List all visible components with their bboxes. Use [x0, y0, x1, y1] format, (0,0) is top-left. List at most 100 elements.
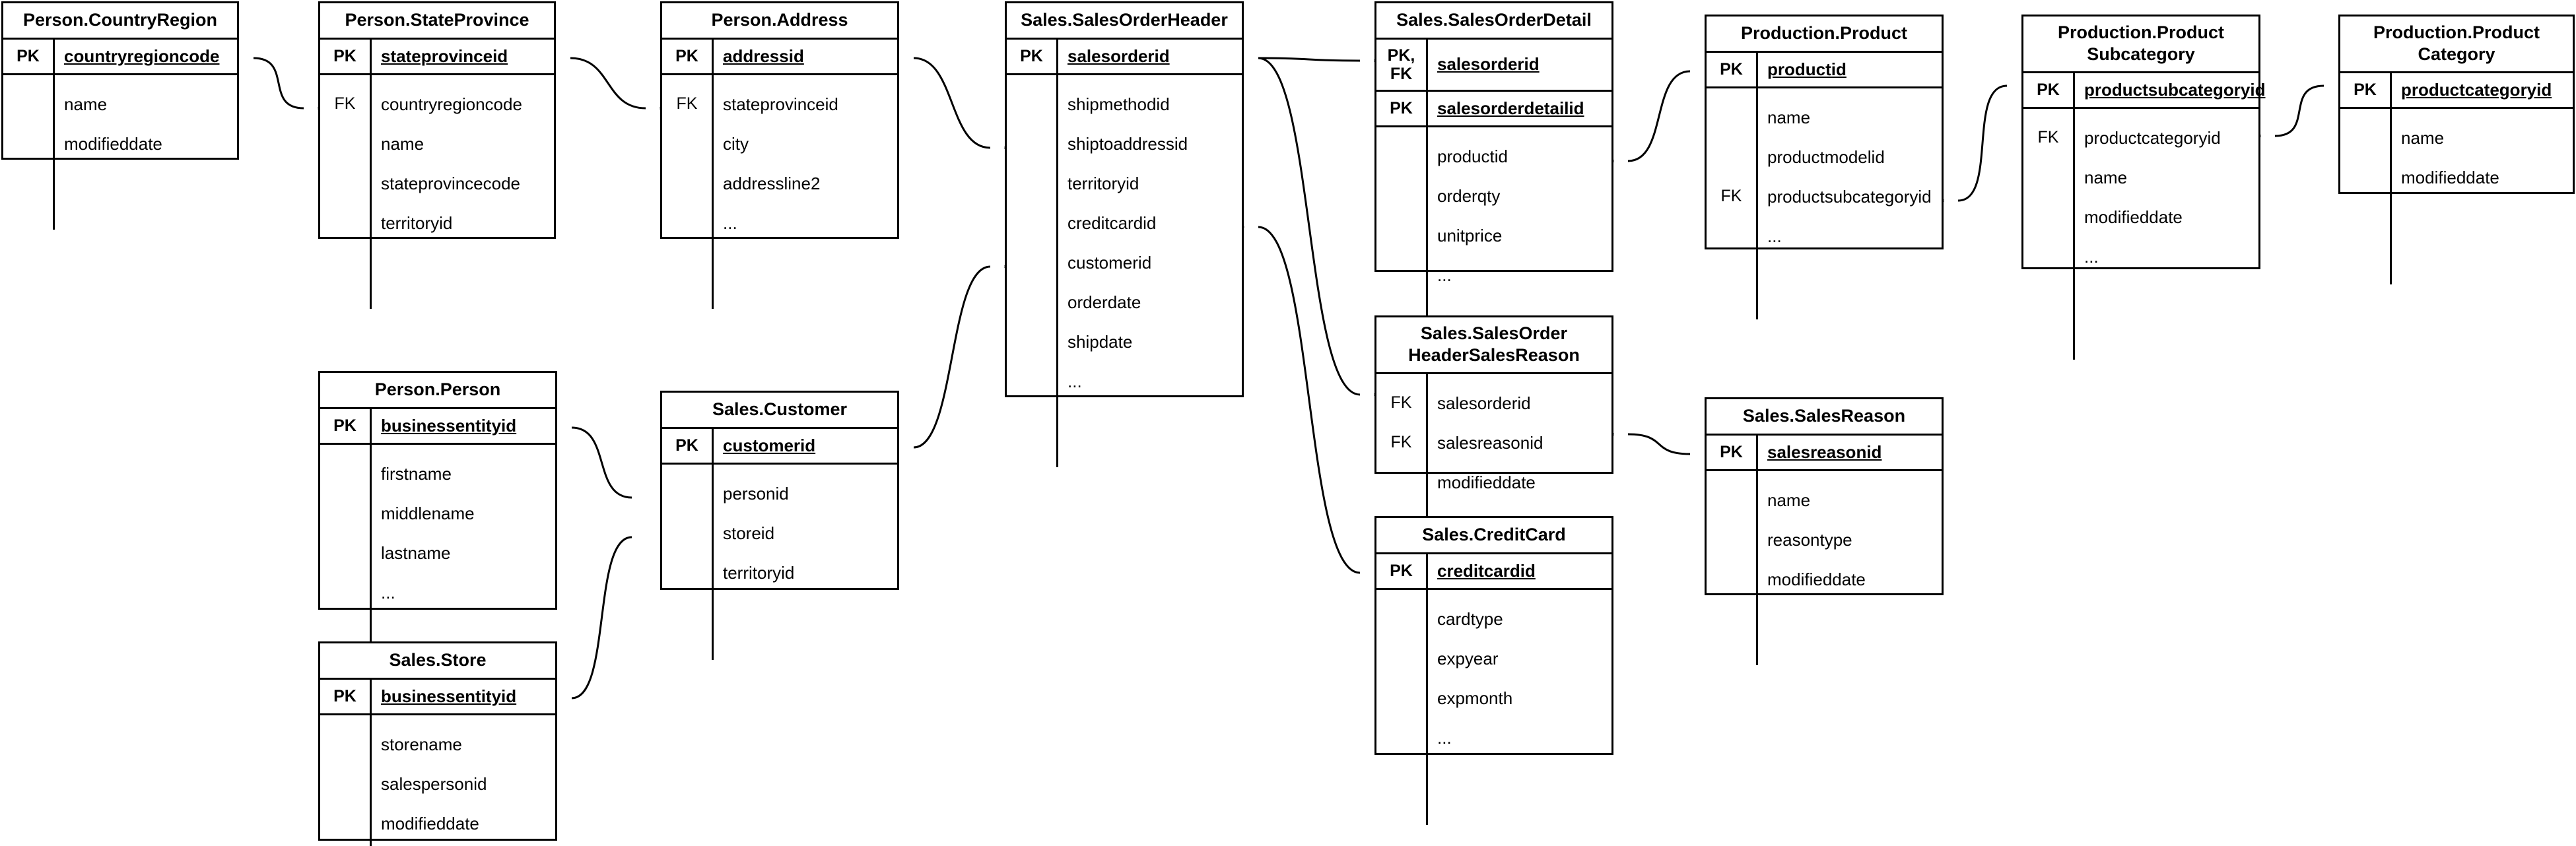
attribute-row: storename [381, 734, 462, 754]
attribute-row: creditcardid [1068, 212, 1157, 233]
attribute-row: modifieddate [64, 133, 162, 154]
foreign-key-column: FK [320, 75, 372, 309]
fk-badge: FK [2037, 128, 2059, 147]
attribute-row: name [1767, 490, 1811, 510]
attribute-row: productid [1437, 146, 1508, 166]
entity-title: Person.Person [320, 373, 555, 409]
attribute-row: name [2084, 167, 2128, 187]
attribute-row: salesorderid [1437, 393, 1531, 413]
foreign-key-column: FK [2023, 108, 2075, 360]
key-field-name: businessentityid [381, 415, 517, 436]
entity-title: Person.StateProvince [320, 3, 554, 40]
entity-title: Sales.Store [320, 643, 555, 680]
attribute-row: storeid [723, 523, 775, 543]
entity-title: Person.Address [662, 3, 897, 40]
key-badge: PK [1707, 435, 1758, 469]
key-badge: PK [320, 679, 372, 713]
key-badge: PK [1376, 91, 1428, 125]
key-field-name: productsubcategoryid [2084, 79, 2266, 100]
foreign-key-column [2340, 108, 2392, 284]
attribute-row: salespersonid [381, 773, 487, 794]
foreign-key-column [1007, 75, 1058, 467]
attribute-row: stateprovincecode [381, 173, 521, 193]
attribute-row: ... [381, 582, 395, 602]
attribute-row: modifieddate [1767, 569, 1866, 589]
primary-key-row: PK customerid [662, 428, 897, 465]
primary-key-row: PK productsubcategoryid [2023, 73, 2265, 109]
attribute-row: modifieddate [2401, 167, 2499, 187]
attribute-row: territoryid [723, 562, 795, 583]
fk-badge: FK [1720, 187, 1742, 206]
foreign-key-column [3, 75, 55, 230]
attribute-row: name [2401, 127, 2445, 148]
attribute-row: expmonth [1437, 688, 1513, 708]
attribute-row: ... [1068, 371, 1082, 391]
foreign-key-column [1376, 589, 1428, 825]
key-badge: PK [2023, 73, 2075, 107]
key-field-name: customerid [723, 435, 816, 455]
key-field-name: salesorderid [1068, 46, 1170, 66]
foreign-key-column [1376, 127, 1428, 394]
foreign-key-column [1707, 471, 1758, 665]
key-badge: PK [1707, 52, 1758, 86]
primary-key-row: PK countryregioncode [3, 39, 237, 75]
entity-title: Person.CountryRegion [3, 3, 237, 40]
attribute-row: countryregioncode [381, 94, 522, 114]
entity-title: Production.Product [1707, 16, 1942, 53]
attribute-row: orderdate [1068, 292, 1141, 312]
key-badge: PK [2340, 73, 2392, 107]
entity-title: Sales.SalesOrderDetail [1376, 3, 1611, 40]
entity-title: Production.Product Subcategory [2023, 16, 2258, 73]
key-field-name: creditcardid [1437, 560, 1536, 581]
entity-title: Sales.SalesOrder HeaderSalesReason [1376, 317, 1611, 374]
key-badge: PK [662, 39, 714, 73]
key-badge: PK [3, 39, 55, 73]
attribute-row: ... [2084, 246, 2099, 267]
key-field-name: countryregioncode [64, 46, 220, 66]
attribute-row: ... [1437, 727, 1452, 748]
key-badge: PK [662, 428, 714, 463]
foreign-key-column [662, 464, 714, 660]
key-badge: PK [1007, 39, 1058, 73]
foreign-key-column: FK [1707, 88, 1758, 319]
attribute-row: ... [1437, 265, 1452, 285]
attribute-row: stateprovinceid [723, 94, 838, 114]
attribute-row: orderqty [1437, 185, 1501, 206]
attribute-row: firstname [381, 463, 452, 484]
attribute-row: expyear [1437, 648, 1499, 668]
